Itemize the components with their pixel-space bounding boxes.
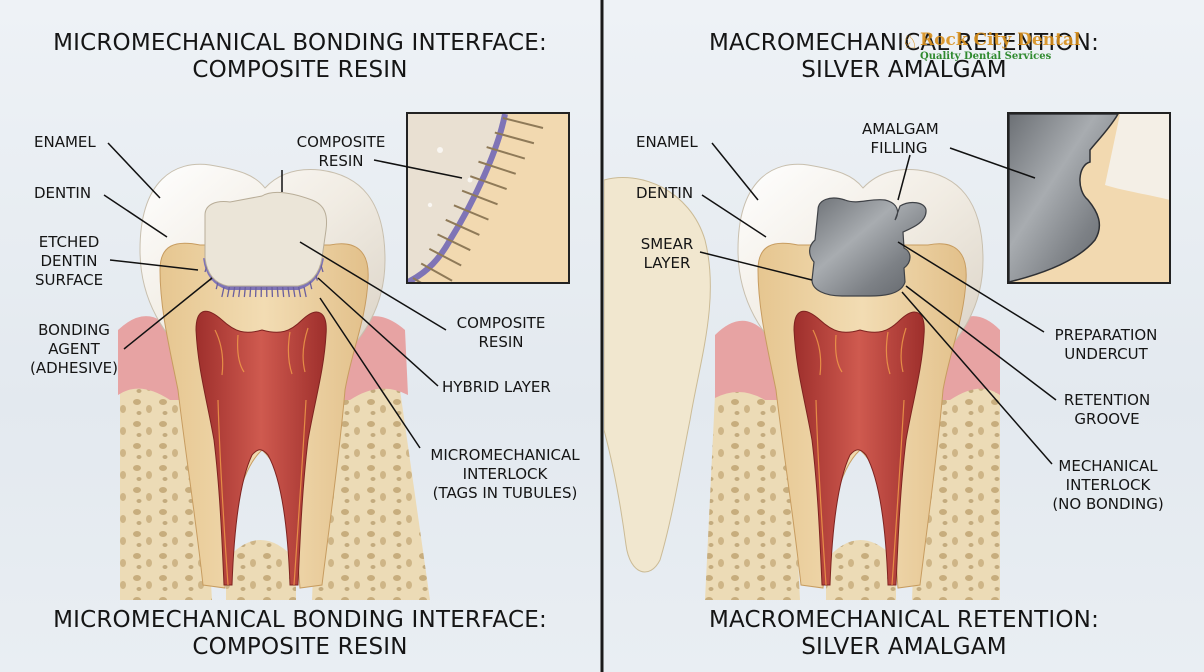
composite-restoration (205, 193, 327, 286)
right-footer-title: MACROMECHANICAL RETENTION:SILVER AMALGAM (604, 607, 1204, 661)
left-tooth-illustration (118, 164, 430, 600)
composite-inset (407, 113, 569, 296)
amalgam-inset (1008, 113, 1170, 283)
left-title: MICROMECHANICAL BONDING INTERFACE:COMPOS… (0, 30, 600, 84)
resin-tag (250, 287, 251, 297)
label-dentin-right: DENTIN (636, 184, 693, 203)
right-title: MACROMECHANICAL RETENTION:SILVER AMALGAM (604, 30, 1204, 84)
label-hybrid-layer: HYBRID LAYER (442, 378, 551, 397)
label-dentin-left: DENTIN (34, 184, 91, 203)
label-enamel-right: ENAMEL (636, 133, 698, 152)
label-enamel-left: ENAMEL (34, 133, 96, 152)
right-tooth-illustration (604, 164, 1000, 600)
resin-tag (277, 287, 278, 297)
left-footer-title: MICROMECHANICAL BONDING INTERFACE:COMPOS… (0, 607, 600, 661)
